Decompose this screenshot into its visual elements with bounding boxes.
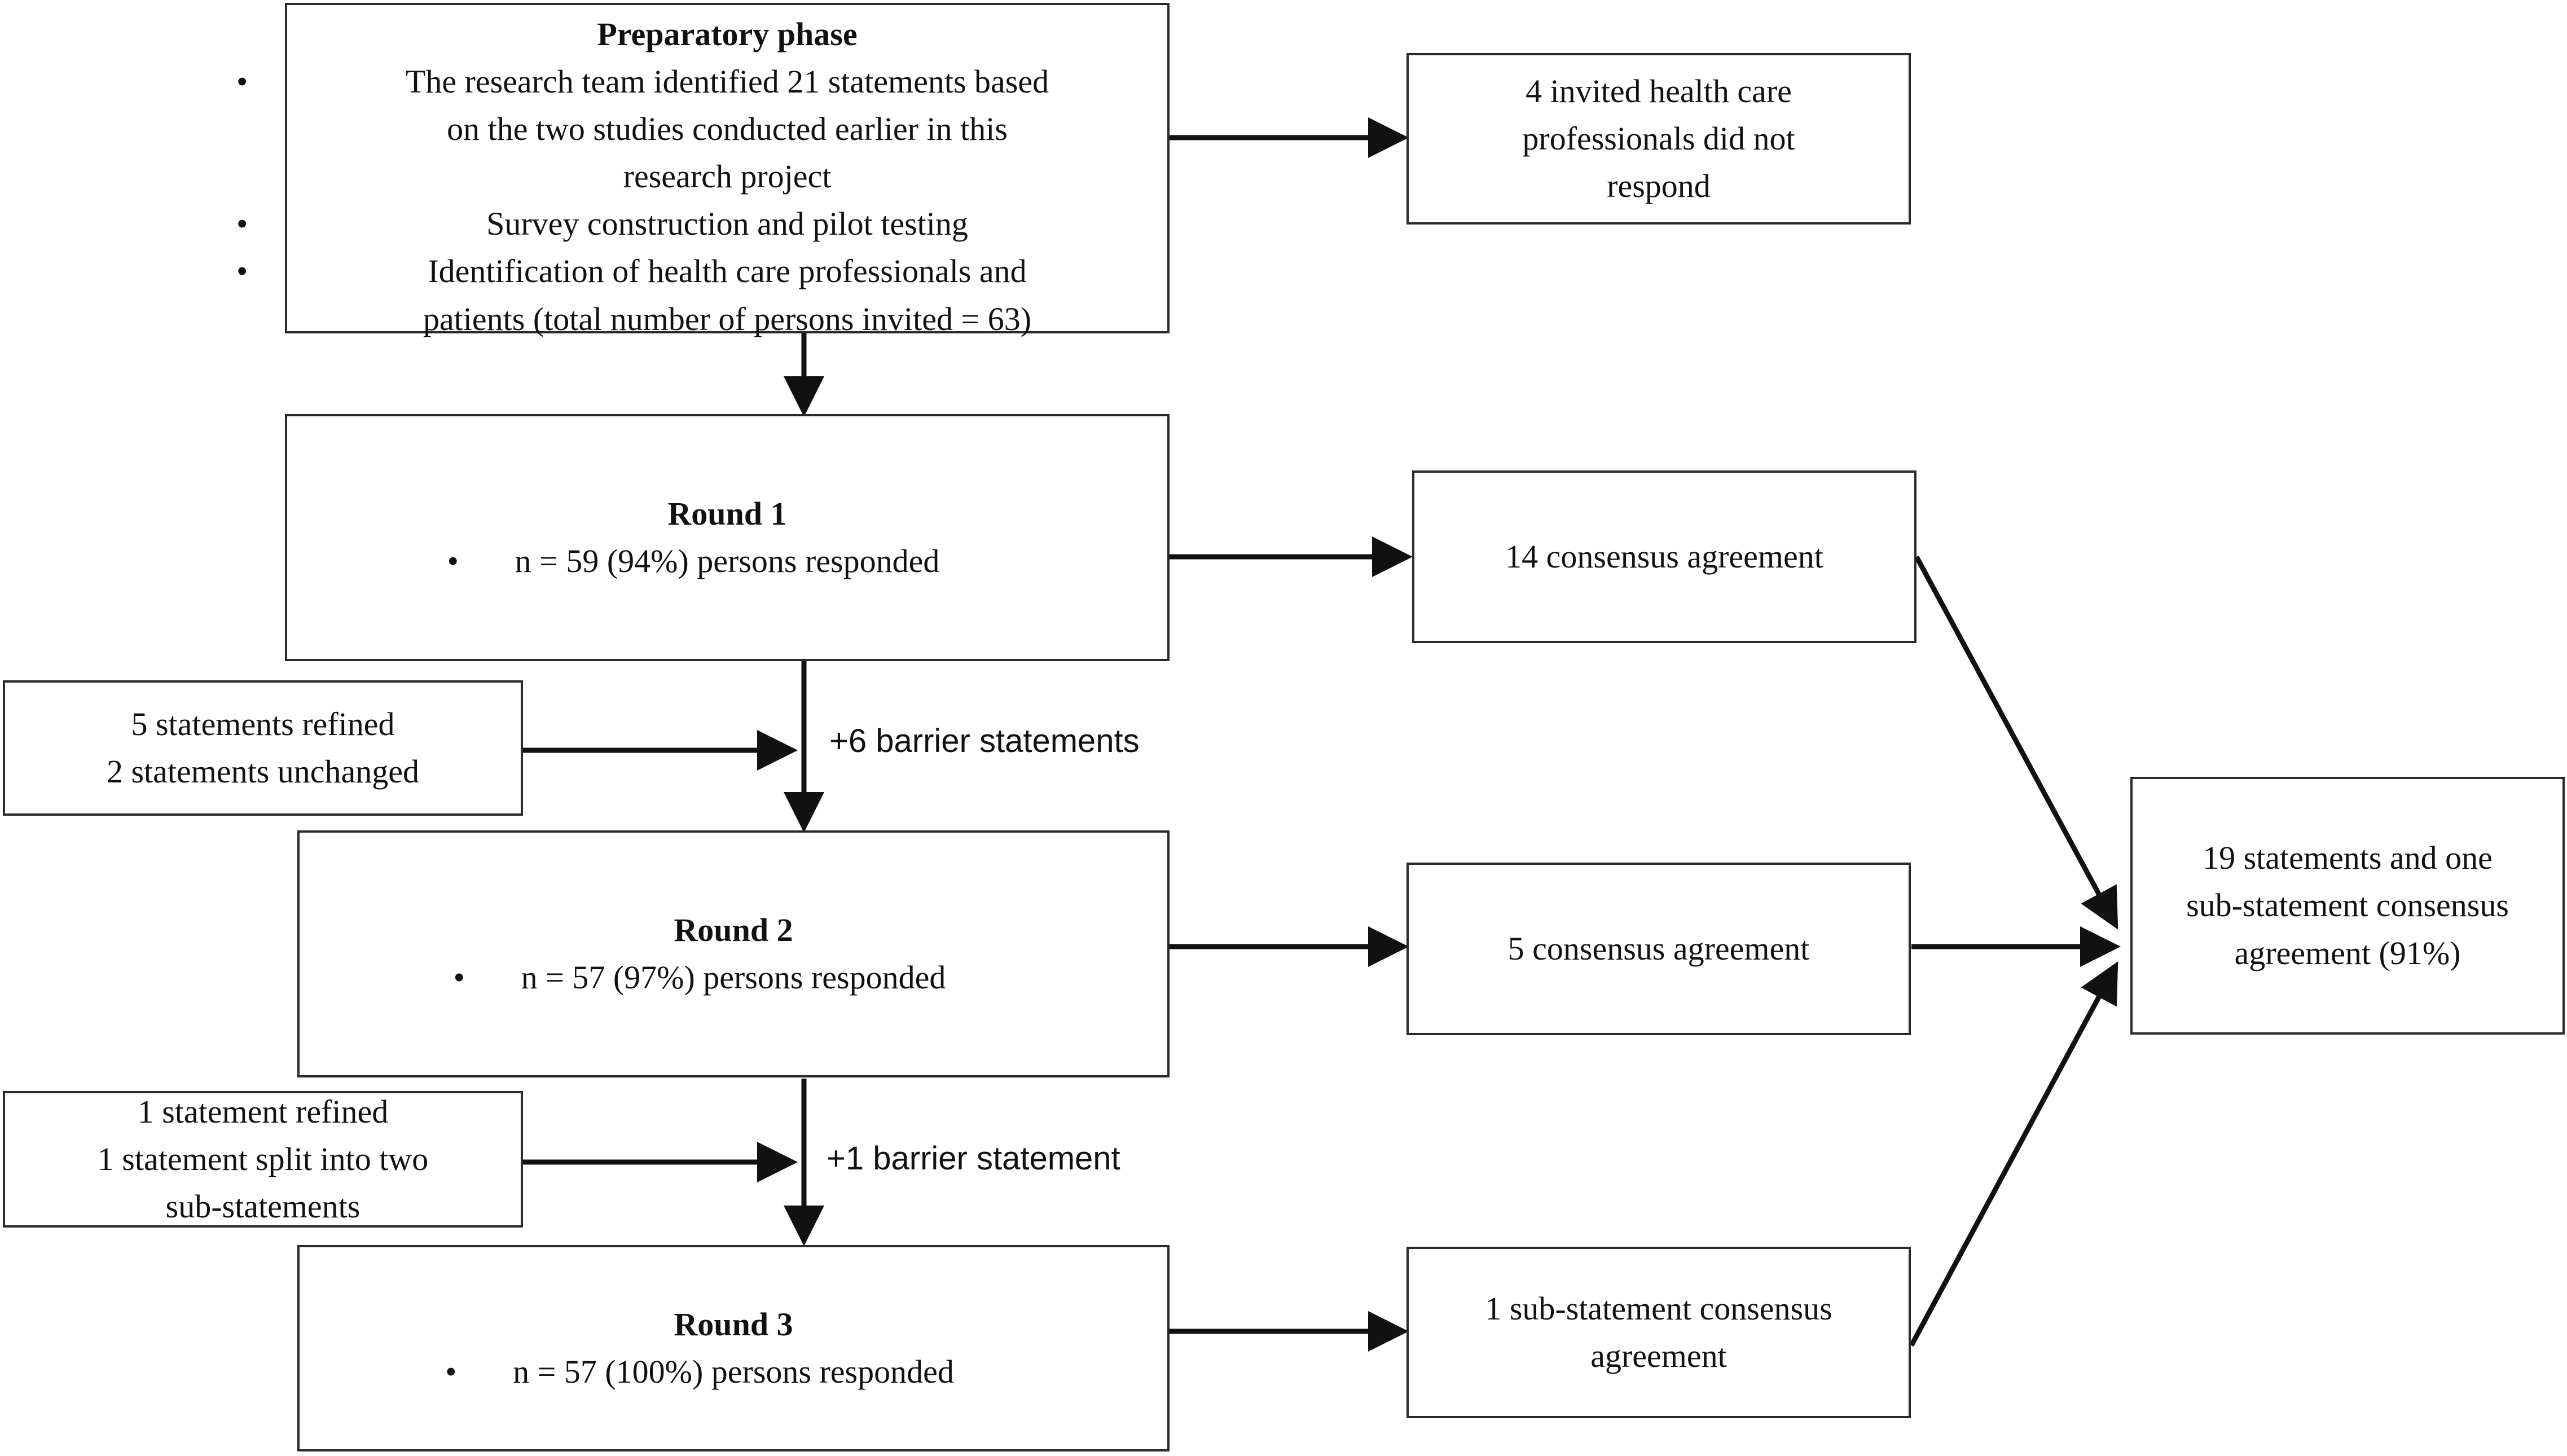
no-response-line-1: 4 invited health care — [1526, 72, 1792, 109]
round-1-result-text: 14 consensus agreement — [1505, 538, 1823, 575]
added-barrier-statements-label-2: +1 barrier statement — [827, 1140, 1120, 1177]
refinement-1-line-1: 5 statements refined — [131, 705, 395, 742]
final-result-line-2: sub-statement consensus — [2186, 887, 2509, 924]
added-barrier-statements-label-1: +6 barrier statements — [829, 723, 1140, 759]
round-3-box: Round 3 n = 57 (100%) persons responded — [297, 1245, 1170, 1451]
no-response-line-3: respond — [1607, 168, 1711, 205]
round-2-result-text: 5 consensus agreement — [1507, 930, 1810, 967]
round-2-result-box: 5 consensus agreement — [1406, 863, 1911, 1035]
preparatory-phase-title: Preparatory phase — [597, 16, 858, 52]
round-3-result-line-2: agreement — [1590, 1338, 1727, 1374]
round-2-title: Round 2 — [674, 911, 793, 948]
arrow-result1-to-final — [1914, 555, 2118, 930]
preparatory-bullet-1-line-1: The research team identified 21 statemen… — [236, 58, 1150, 105]
final-result-box: 19 statements and one sub-statement cons… — [2130, 777, 2565, 1035]
preparatory-phase-box: Preparatory phase The research team iden… — [236, 3, 1170, 337]
round-2-box: Round 2 n = 57 (97%) persons responded — [297, 830, 1170, 1077]
preparatory-bullet-3-line-2: patients (total number of persons invite… — [423, 300, 1032, 337]
round-1-title: Round 1 — [667, 495, 787, 532]
refinement-2-line-3: sub-statements — [165, 1188, 361, 1225]
round-1-box: Round 1 n = 59 (94%) persons responded — [285, 414, 1170, 661]
refinement-2-box: 1 statement refined 1 statement split in… — [3, 1091, 523, 1228]
round-1-result-box: 14 consensus agreement — [1412, 470, 1917, 643]
round-3-result-line-1: 1 sub-statement consensus — [1485, 1290, 1832, 1327]
preparatory-bullet-1-line-3: research project — [623, 158, 832, 195]
round-1-responses: n = 59 (94%) persons responded — [447, 538, 940, 585]
preparatory-bullet-2: Survey construction and pilot testing — [236, 200, 1150, 248]
round-3-title: Round 3 — [674, 1305, 793, 1343]
preparatory-bullet-1-line-1-wrap: The research team identified 21 statemen… — [236, 58, 1150, 105]
round-3-result-box: 1 sub-statement consensus agreement — [1406, 1247, 1911, 1418]
refinement-2-line-1: 1 statement refined — [137, 1093, 389, 1130]
preparatory-bullet-3-line-1-wrap: Identification of health care profession… — [236, 248, 1150, 295]
final-result-line-3: agreement (91%) — [2234, 934, 2461, 971]
refinement-1-box: 5 statements refined 2 statements unchan… — [3, 680, 523, 816]
round-3-responses: n = 57 (100%) persons responded — [445, 1348, 954, 1396]
round-2-responses: n = 57 (97%) persons responded — [454, 954, 946, 1001]
refinement-2-line-2: 1 statement split into two — [97, 1140, 429, 1177]
preparatory-bullet-2-wrap: Survey construction and pilot testing — [236, 200, 1150, 248]
final-result-line-1: 19 statements and one — [2203, 839, 2493, 877]
arrow-result3-to-final — [1909, 961, 2118, 1347]
no-response-box: 4 invited health care professionals did … — [1406, 53, 1911, 225]
no-response-line-2: professionals did not — [1522, 120, 1795, 157]
refinement-1-line-2: 2 statements unchanged — [106, 753, 420, 790]
preparatory-bullet-3-line-1: Identification of health care profession… — [236, 248, 1150, 295]
preparatory-bullet-1-line-2: on the two studies conducted earlier in … — [447, 111, 1008, 148]
